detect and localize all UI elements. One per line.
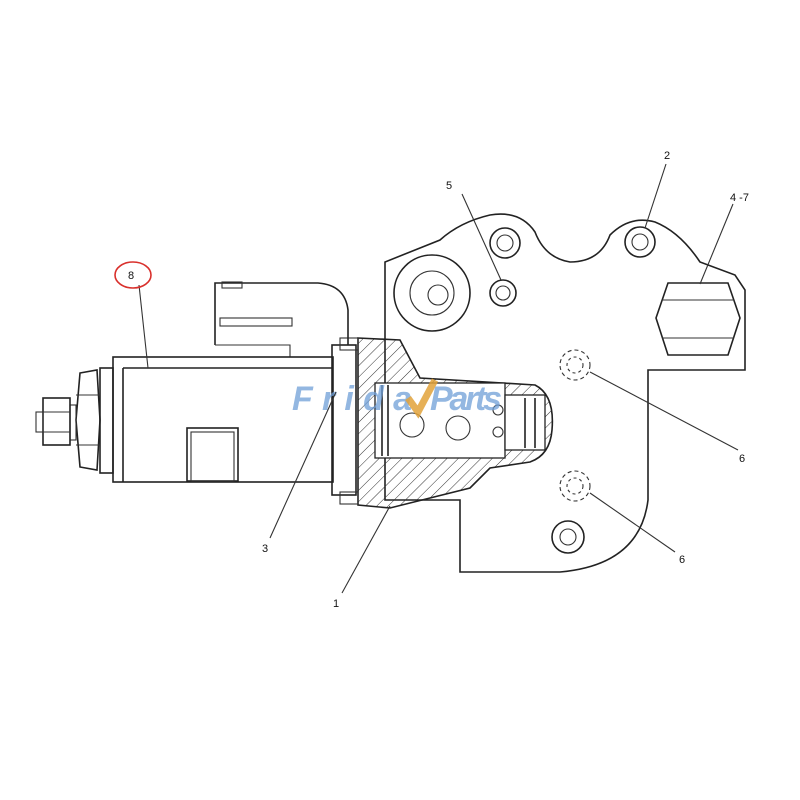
hex-plug	[655, 282, 741, 356]
watermark-logo: Frida Parts	[292, 378, 502, 419]
valve-body-plate	[384, 213, 746, 573]
callout-1[interactable]: 1	[333, 598, 339, 610]
dashed-hole-upper	[559, 349, 591, 381]
svg-text:Parts: Parts	[430, 380, 502, 418]
flange	[331, 337, 359, 505]
callout-3[interactable]: 3	[262, 543, 268, 555]
dashed-hole-lower	[559, 470, 591, 502]
callout-5[interactable]: 5	[446, 180, 452, 192]
highlight-circle	[114, 261, 152, 289]
bolt-2	[624, 226, 656, 258]
bolt-bottom	[551, 520, 585, 554]
bolt-top-left	[489, 227, 521, 259]
callout-2[interactable]: 2	[664, 150, 670, 162]
callout-6-upper[interactable]: 6	[739, 453, 745, 465]
round-boss	[393, 254, 471, 332]
leader-lines	[138, 163, 739, 594]
callout-6-lower[interactable]: 6	[679, 554, 685, 566]
solenoid-8	[35, 281, 349, 483]
valve-cross-section	[357, 337, 554, 509]
bolt-5	[489, 279, 517, 307]
svg-text:Frida: Frida	[292, 380, 412, 418]
callout-8[interactable]: 8	[128, 270, 134, 282]
callout-4-7[interactable]: 4 -7	[730, 192, 749, 204]
